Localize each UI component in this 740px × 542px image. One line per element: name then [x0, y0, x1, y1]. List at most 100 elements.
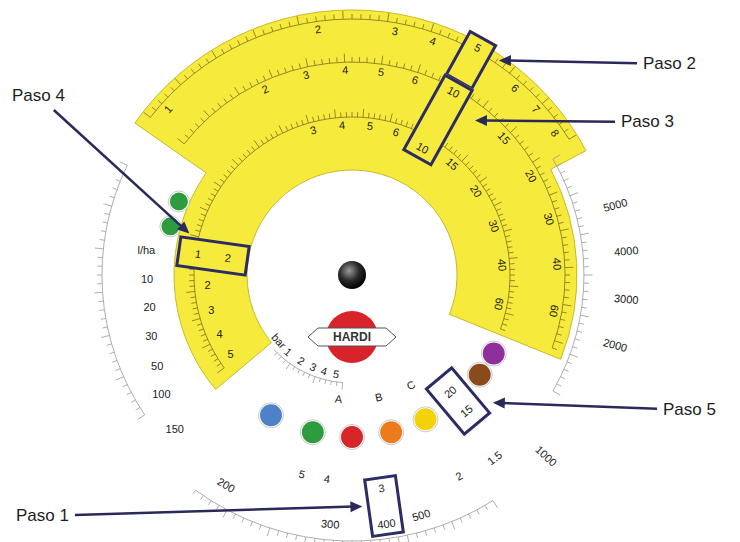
- scale-tick: [495, 59, 498, 63]
- nozzle-dot-ring: [259, 403, 284, 428]
- scale-tick: [564, 297, 569, 299]
- scale-tick: [195, 124, 199, 127]
- scale-tick: [189, 280, 194, 281]
- scale-tick: [315, 17, 317, 22]
- scale-tick: [352, 14, 353, 19]
- scale-tick: [175, 78, 181, 84]
- scale-tick: [575, 339, 580, 340]
- scale-tick: [286, 533, 287, 538]
- scale-tick: [224, 99, 227, 103]
- scale-tick: [562, 237, 567, 239]
- scale-tick: [214, 182, 221, 187]
- scale-tick: [480, 177, 487, 182]
- scale-tick: [217, 505, 220, 509]
- scale-number: 2000: [601, 336, 630, 354]
- scale-tick: [494, 202, 502, 206]
- scale-value: 3: [378, 481, 386, 494]
- scale-tick: [208, 501, 211, 505]
- scale-tick: [550, 192, 558, 195]
- scale-tick: [584, 275, 593, 276]
- scale-tick: [508, 302, 513, 304]
- scale-tick: [318, 116, 319, 121]
- scale-tick: [298, 370, 300, 374]
- scale-tick: [277, 531, 278, 536]
- scale-tick: [462, 155, 468, 161]
- scale-tick: [495, 113, 498, 117]
- scale-tick: [425, 70, 427, 75]
- scale-tick: [230, 94, 233, 98]
- scale-tick: [581, 315, 589, 317]
- scale-tick: [266, 137, 269, 141]
- scale-tick: [171, 87, 175, 91]
- scale-tick: [256, 79, 258, 84]
- scale-arc: [184, 62, 565, 348]
- scale-tick: [304, 537, 306, 542]
- scale-tick: [557, 215, 562, 216]
- scale-tick: [227, 170, 231, 173]
- scale-ticks: [553, 155, 593, 396]
- scale-tick: [267, 528, 270, 536]
- scale-tick: [116, 369, 121, 371]
- scale-tick: [570, 354, 578, 357]
- scale-arc: [194, 117, 510, 368]
- scale-tick: [366, 58, 367, 63]
- scale-tick: [448, 33, 450, 38]
- scale-tick: [385, 116, 386, 121]
- scale-tick: [296, 535, 297, 540]
- scale-number: 60: [547, 303, 561, 319]
- scale-tick: [193, 308, 198, 309]
- scale-value: 400: [377, 516, 397, 530]
- leader-arrow: [54, 110, 183, 228]
- scale-tick: [583, 250, 588, 252]
- scale-tick: [496, 209, 501, 211]
- scale-tick: [208, 349, 212, 351]
- scale-tick: [569, 135, 576, 140]
- scale-tick: [293, 367, 295, 370]
- scale-tick: [418, 64, 421, 72]
- scale-tick: [524, 147, 528, 150]
- scale-tick: [445, 143, 448, 147]
- scale-tick: [190, 129, 194, 132]
- scale-tick: [565, 259, 570, 260]
- arrow-head: [475, 115, 487, 126]
- scale-tick: [536, 94, 540, 98]
- scale-tick: [357, 112, 358, 117]
- scale-tick: [279, 357, 282, 360]
- scale-tick: [242, 518, 244, 523]
- scale-tick: [579, 226, 584, 227]
- scale-tick: [306, 58, 308, 66]
- scale-tick: [563, 305, 571, 306]
- scale-tick: [477, 510, 479, 514]
- scale-tick: [510, 286, 518, 288]
- scale-number: 5: [226, 348, 234, 360]
- scale-tick: [389, 60, 391, 65]
- scale-tick: [251, 522, 253, 527]
- scale-tick: [152, 107, 156, 110]
- scale-tick: [342, 383, 344, 390]
- scale-number: 4: [322, 472, 332, 485]
- scale-tick: [473, 170, 477, 173]
- scale-tick: [374, 58, 376, 63]
- scale-tick: [517, 75, 520, 79]
- scale-tick: [291, 124, 293, 129]
- scale-tick: [564, 369, 569, 371]
- scale-tick: [158, 100, 162, 103]
- nozzle-dot-ring: [300, 420, 325, 445]
- scale-tick: [471, 94, 474, 98]
- scale-arc: [553, 159, 584, 391]
- scale-tick: [510, 269, 515, 270]
- scale-tick: [222, 49, 225, 53]
- scale-tick: [214, 189, 218, 192]
- scale-tick: [186, 291, 195, 293]
- scale-tick: [101, 230, 106, 232]
- scale-tick: [340, 112, 341, 117]
- scale-tick: [217, 363, 221, 366]
- scale-tick: [276, 131, 278, 135]
- scale-tick: [510, 67, 515, 74]
- scale-tick: [388, 13, 389, 21]
- scale-tick: [553, 155, 560, 159]
- scale-tick: [302, 120, 304, 125]
- scale-tick: [204, 110, 210, 116]
